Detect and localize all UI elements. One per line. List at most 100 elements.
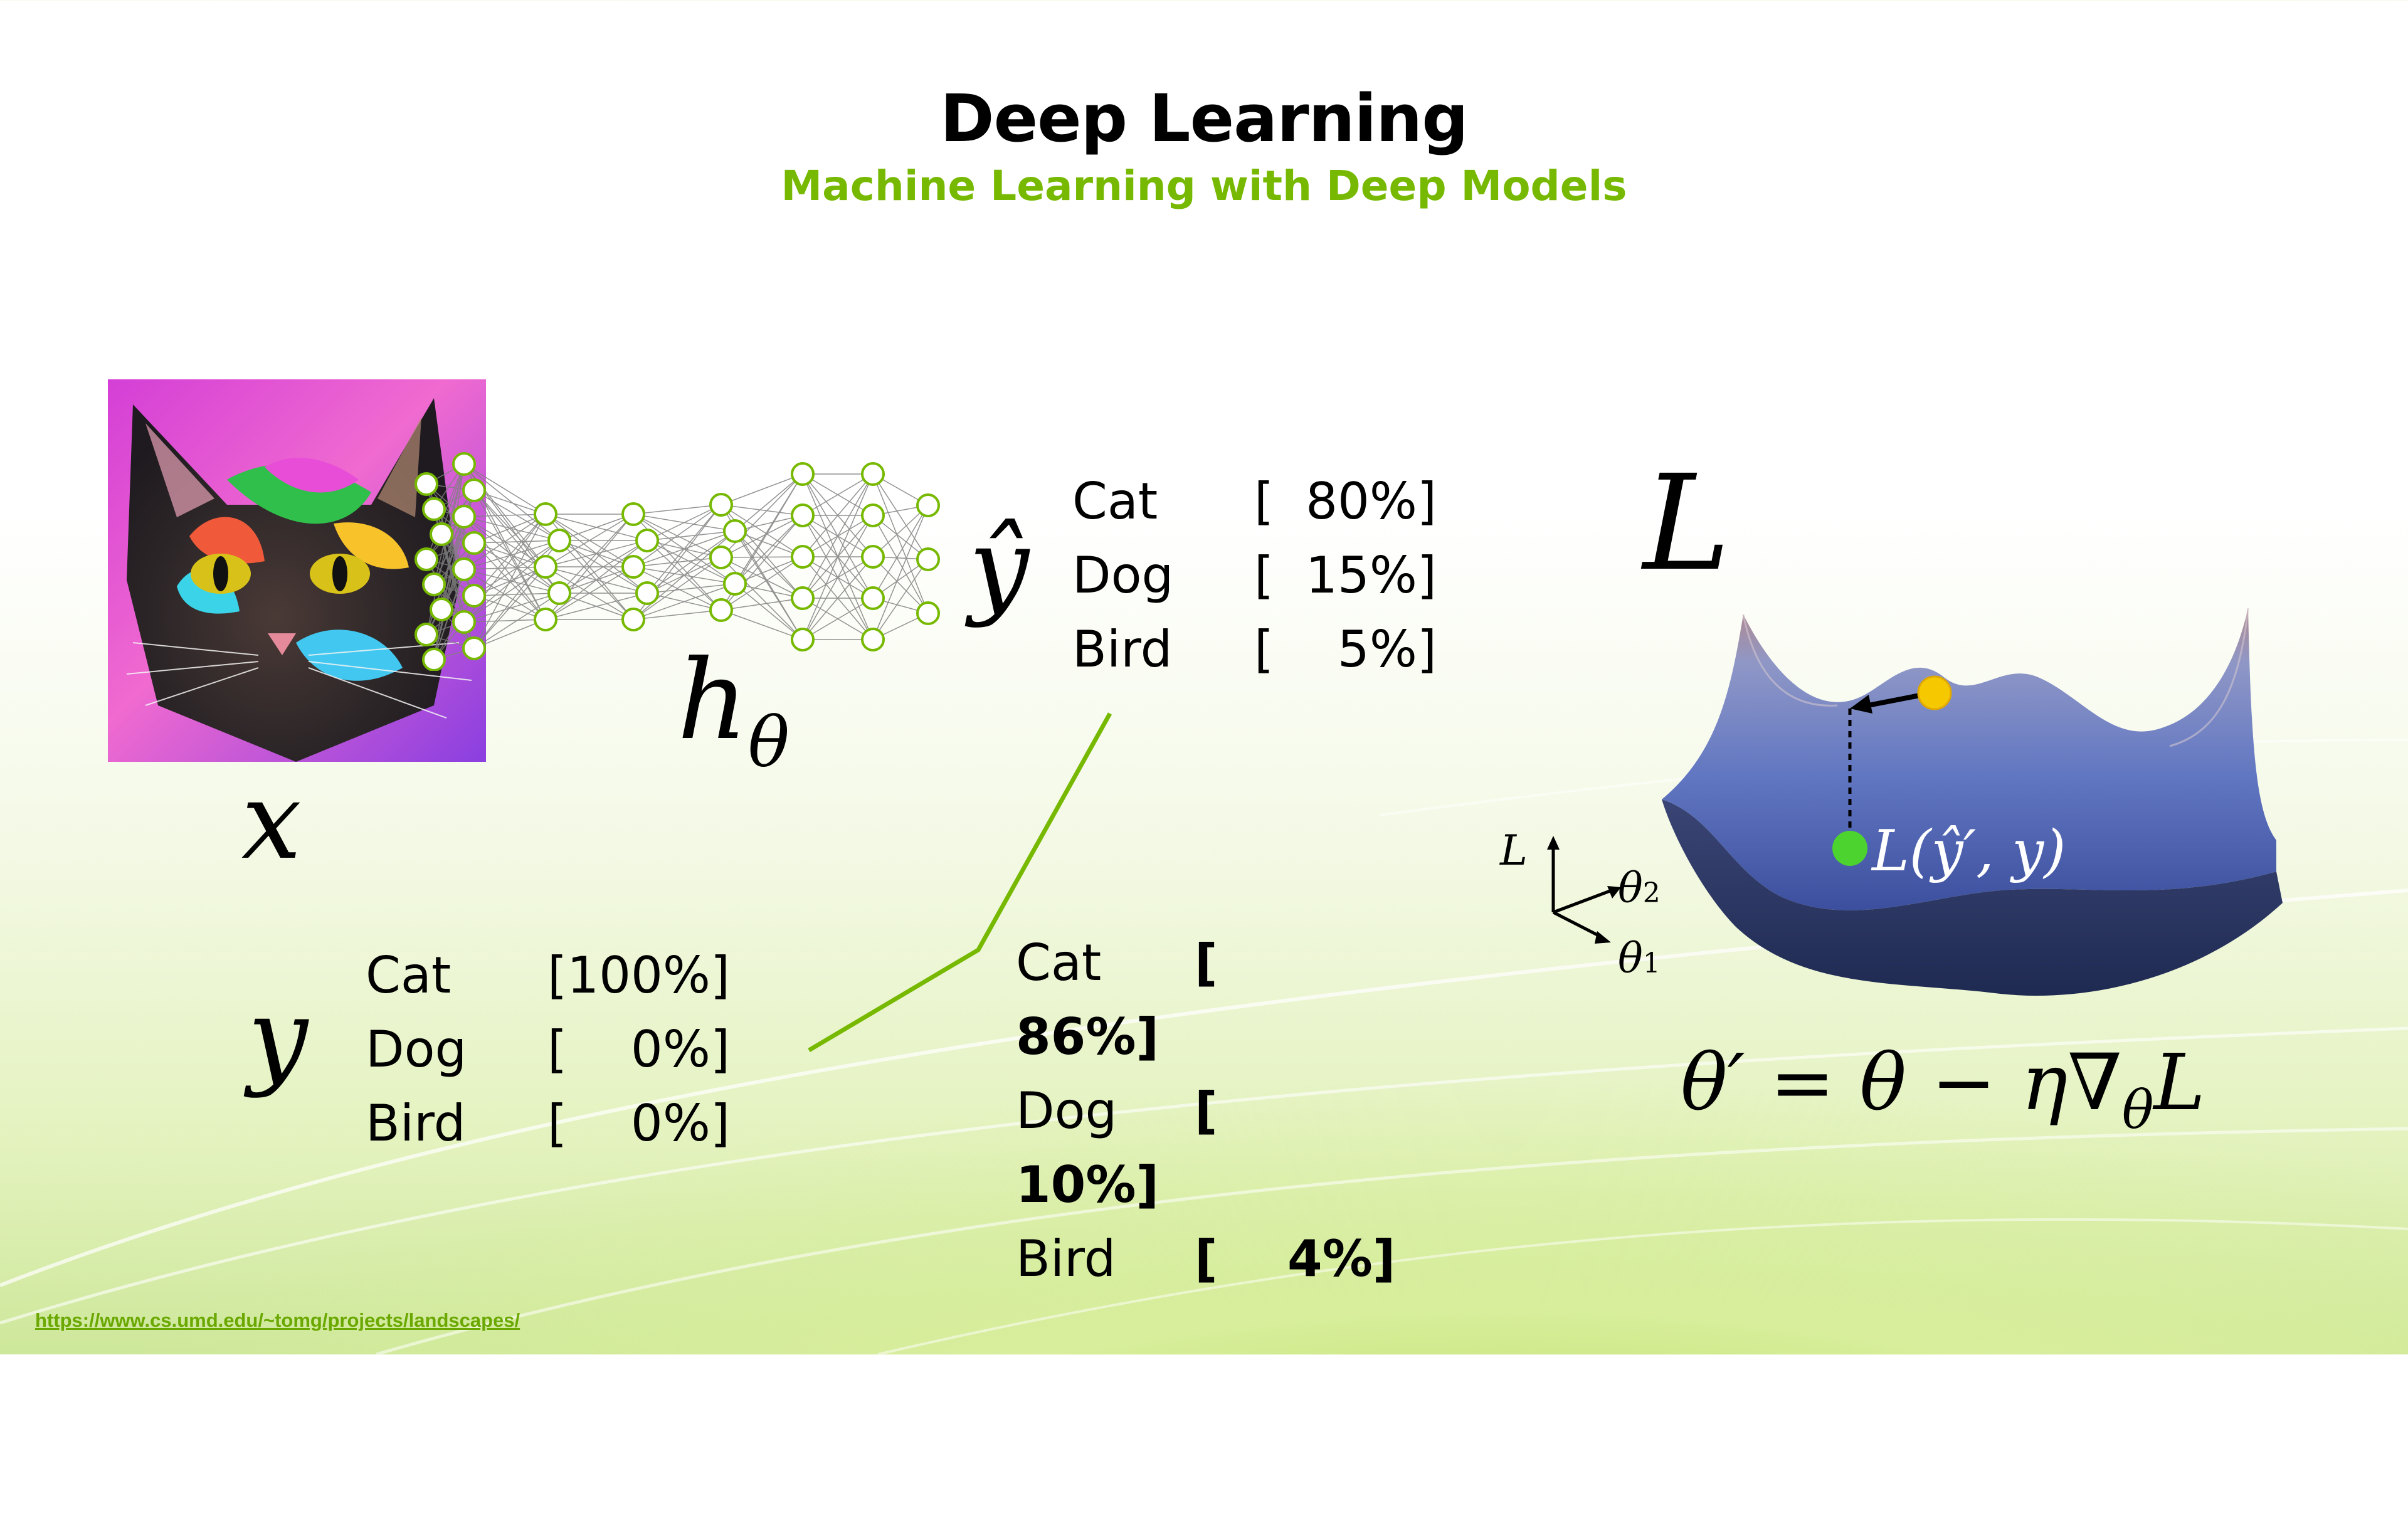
slide-title: Deep Learning: [940, 80, 1469, 157]
model-symbol: hθ: [677, 646, 789, 777]
updated-row-dog-continued: 10%]: [1016, 1148, 1159, 1222]
neural-network-diagram: [415, 452, 940, 671]
network-edge: [463, 514, 546, 570]
network-edge: [721, 556, 803, 611]
network-node: [452, 610, 476, 634]
network-edge: [559, 514, 634, 541]
slide-subtitle: Machine Learning with Deep Models: [781, 162, 1627, 210]
network-edge: [441, 463, 465, 535]
probability-value: [ 80%]: [1254, 472, 1437, 530]
end-point: [1832, 831, 1867, 866]
network-edge: [721, 504, 803, 557]
network-edge: [433, 463, 465, 660]
formula-minus: −: [1906, 1038, 2021, 1128]
class-label: Bird: [366, 1094, 466, 1152]
network-node: [635, 529, 659, 552]
network-node: [916, 601, 940, 625]
input-symbol: x: [241, 759, 302, 883]
source-link[interactable]: https://www.cs.umd.edu/~tomg/projects/la…: [35, 1309, 520, 1331]
network-edge: [802, 473, 874, 640]
network-node: [861, 545, 885, 569]
network-edge: [633, 504, 722, 515]
network-edge: [802, 473, 874, 557]
prediction-row-bird: Bird [ 5%]: [1072, 613, 1437, 687]
network-node: [430, 522, 453, 546]
network-node: [534, 608, 557, 631]
network-node: [861, 503, 885, 527]
network-node: [422, 572, 446, 596]
theta-subscript: 1: [1642, 947, 1661, 979]
probability-value: [ 0%]: [547, 1020, 731, 1078]
network-edge: [473, 514, 546, 649]
probability-value: [: [1195, 934, 1218, 992]
network-node: [462, 478, 486, 502]
class-label: Cat: [1016, 934, 1102, 992]
formula-theta: θ: [1859, 1038, 1907, 1128]
network-edge: [463, 566, 546, 623]
network-edge: [802, 473, 874, 599]
network-edge: [473, 566, 546, 649]
network-node: [462, 531, 486, 555]
network-edge: [633, 583, 736, 620]
network-edge: [545, 540, 648, 620]
class-label: Bird: [1072, 620, 1173, 678]
network-edge: [633, 609, 722, 620]
network-node: [861, 628, 885, 651]
network-edge: [721, 557, 803, 640]
network-edge: [872, 505, 929, 599]
formula-eta: η: [2020, 1038, 2068, 1128]
formula-nabla: ∇: [2067, 1038, 2122, 1128]
network-node: [635, 581, 659, 605]
theta-subscript: 2: [1642, 877, 1661, 909]
probability-value-wrapped: 86%]: [1016, 1008, 1159, 1066]
class-label: Bird: [1016, 1230, 1116, 1288]
loss-symbol: L: [1643, 446, 1731, 600]
class-label: Cat: [1072, 472, 1158, 530]
network-edge: [734, 530, 803, 599]
network-edge: [802, 473, 874, 516]
network-node: [422, 497, 446, 521]
formula-equals: =: [1745, 1038, 1860, 1128]
network-edge: [872, 556, 929, 614]
network-edge: [633, 530, 736, 620]
network-node: [534, 555, 557, 579]
network-edge: [433, 516, 465, 585]
network-edge: [473, 490, 546, 515]
network-edge: [426, 559, 465, 623]
network-node: [709, 598, 733, 622]
network-node: [534, 502, 557, 526]
network-edge: [473, 593, 560, 649]
network-edge: [872, 515, 929, 614]
network-edge: [647, 583, 736, 594]
network-edge: [559, 514, 634, 594]
network-node: [415, 623, 438, 646]
axes-icon: [1547, 836, 1621, 944]
network-edge: [734, 530, 803, 640]
updated-row-dog: Dog [: [1016, 1074, 1218, 1148]
network-edge: [473, 514, 546, 544]
axis-label-theta2: θ2: [1618, 864, 1661, 912]
class-label: Dog: [1016, 1082, 1117, 1140]
network-edge: [433, 463, 465, 585]
network-node: [861, 462, 885, 486]
network-node: [547, 581, 571, 605]
network-edge: [545, 593, 648, 620]
network-edge: [872, 505, 929, 557]
network-node: [791, 462, 815, 486]
probability-value: [ 0%]: [547, 1094, 731, 1152]
network-node: [422, 648, 446, 671]
probability-value: [ 4%]: [1195, 1230, 1396, 1288]
model-letter: h: [677, 637, 748, 764]
network-edge: [721, 515, 803, 558]
prediction-table: Cat [ 80%] Dog [ 15%] Bird [ 5%]: [1072, 465, 1437, 687]
network-edge: [463, 514, 546, 517]
network-edge: [802, 556, 874, 640]
callout-lines: [808, 712, 1112, 1053]
truth-row-dog: Dog [ 0%]: [366, 1013, 730, 1087]
network-node: [430, 598, 453, 621]
probability-value: [ 15%]: [1254, 546, 1437, 604]
network-node: [791, 628, 815, 651]
network-node: [916, 493, 940, 517]
network-edge: [545, 514, 634, 567]
network-edge: [433, 516, 465, 660]
